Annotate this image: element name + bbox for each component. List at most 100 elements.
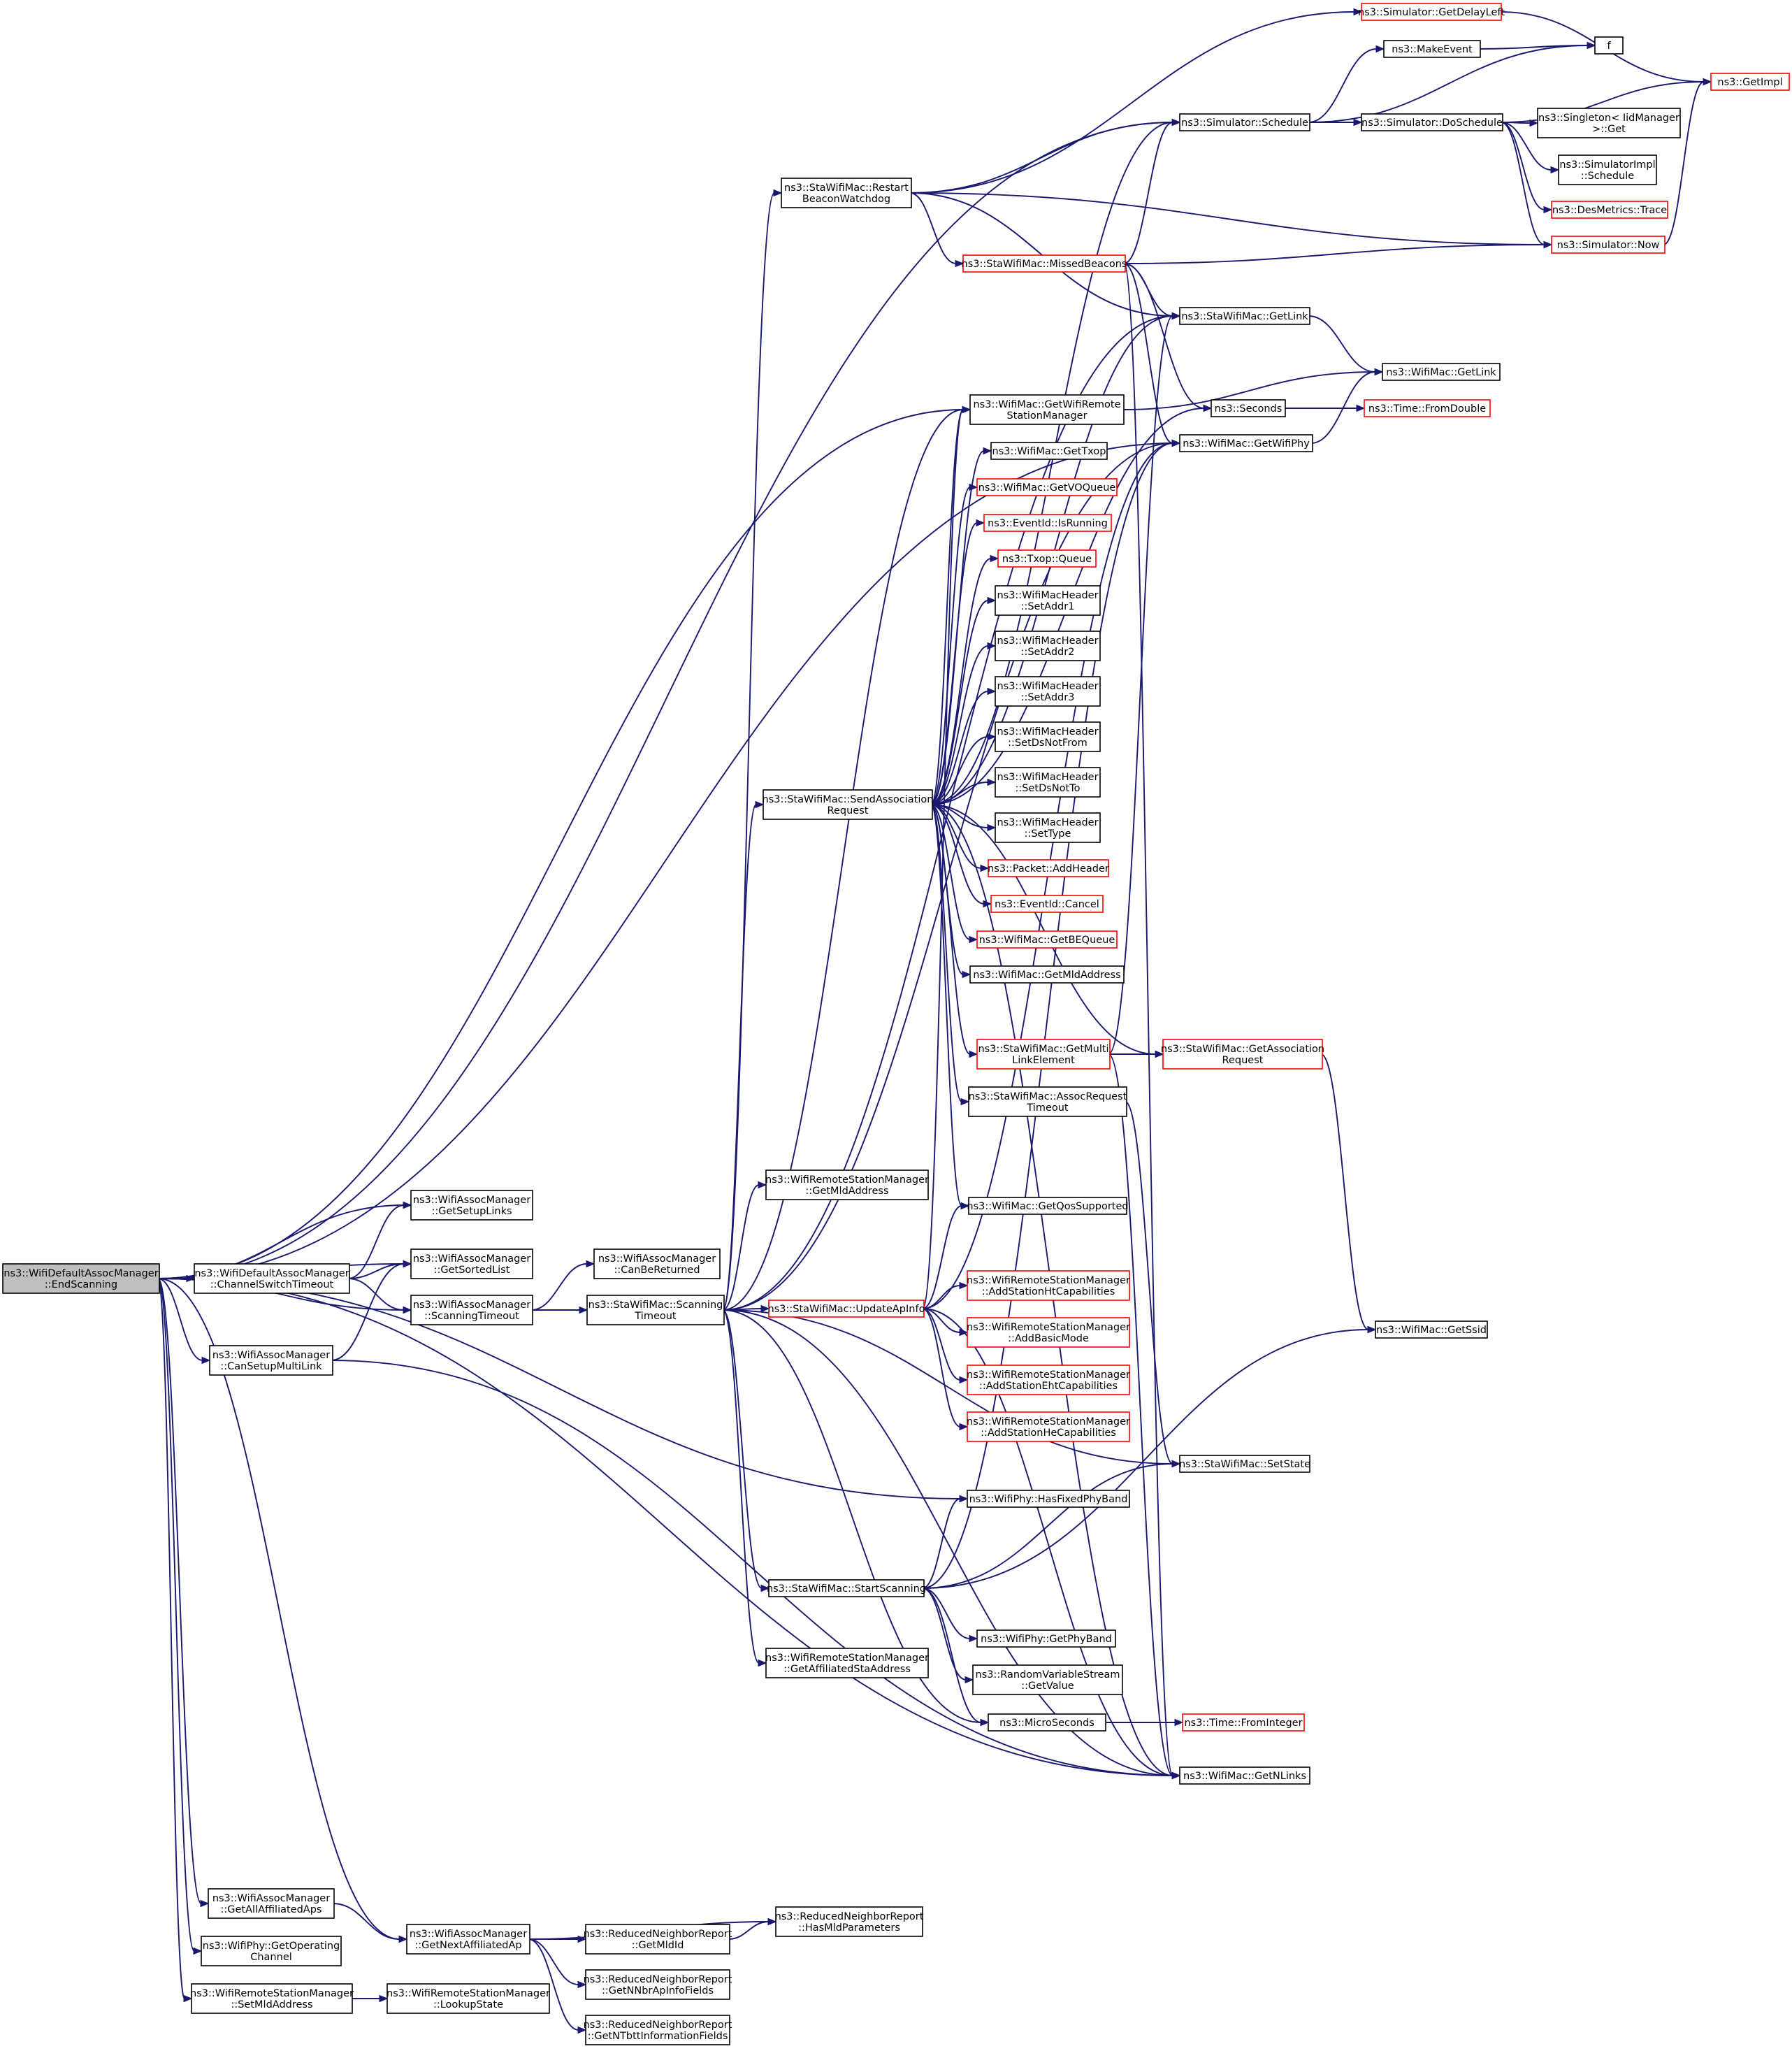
- node-n61[interactable]: ns3::WifiAssocManager::GetAllAffiliatedA…: [208, 1888, 335, 1919]
- node-n32[interactable]: ns3::WifiMac::GetMldAddress: [969, 965, 1125, 984]
- node-n26[interactable]: ns3::WifiMacHeader::SetDsNotFrom: [995, 721, 1101, 752]
- node-n27[interactable]: ns3::WifiMacHeader::SetDsNotTo: [995, 767, 1101, 798]
- node-n22[interactable]: ns3::Txop::Queue: [997, 549, 1097, 568]
- edge-n36-n21: [930, 519, 985, 805]
- node-n9[interactable]: ns3::SimulatorImpl::Schedule: [1558, 154, 1657, 185]
- edge-arrowhead: [969, 935, 978, 944]
- node-n5[interactable]: f: [1594, 36, 1624, 55]
- node-n37[interactable]: ns3::WifiRemoteStationManager::GetMldAdd…: [765, 1170, 929, 1200]
- edge-line: [1108, 315, 1173, 1055]
- node-n45[interactable]: ns3::StaWifiMac::UpdateApInfo: [768, 1300, 925, 1318]
- edge-line: [922, 1285, 961, 1309]
- node-n31[interactable]: ns3::WifiMac::GetBEQueue: [976, 930, 1118, 949]
- edge-arrowhead: [987, 733, 997, 741]
- node-n0[interactable]: ns3::WifiDefaultAssocManager::EndScannin…: [2, 1263, 160, 1294]
- node-n29[interactable]: ns3::Packet::AddHeader: [988, 859, 1109, 877]
- node-n39[interactable]: ns3::WifiAssocManager::GetSetupLinks: [410, 1190, 533, 1221]
- node-n8[interactable]: ns3::Singleton< IidManager>::Get: [1537, 108, 1681, 138]
- node-n21[interactable]: ns3::EventId::IsRunning: [983, 514, 1112, 532]
- edge-arrowhead: [1703, 78, 1712, 86]
- edge-line: [1501, 122, 1545, 210]
- node-box: [194, 1263, 350, 1294]
- node-n44[interactable]: ns3::StaWifiMac::ScanningTimeout: [586, 1295, 725, 1325]
- node-n49[interactable]: ns3::WifiRemoteStationManager::AddStatio…: [967, 1411, 1130, 1442]
- node-n51[interactable]: ns3::WifiMac::GetSsid: [1375, 1320, 1488, 1339]
- node-box: [1179, 307, 1310, 325]
- node-n18[interactable]: ns3::WifiMac::GetWifiPhy: [1179, 434, 1313, 452]
- node-n7[interactable]: ns3::Simulator::DoSchedule: [1361, 113, 1503, 131]
- node-label-line: ns3::WifiRemoteStationManager: [190, 1988, 354, 1999]
- node-label-line: ns3::WifiRemoteStationManager: [967, 1275, 1130, 1286]
- node-n25[interactable]: ns3::WifiMacHeader::SetAddr3: [995, 676, 1101, 707]
- node-n50[interactable]: ns3::WifiAssocManager::CanSetupMultiLink: [209, 1345, 333, 1376]
- node-n41[interactable]: ns3::WifiDefaultAssocManager::ChannelSwi…: [194, 1263, 350, 1294]
- node-n66[interactable]: ns3::WifiRemoteStationManager::SetMldAdd…: [190, 1983, 354, 2014]
- node-n30[interactable]: ns3::EventId::Cancel: [990, 895, 1104, 913]
- node-n52[interactable]: ns3::StaWifiMac::SetState: [1179, 1455, 1310, 1473]
- node-n28[interactable]: ns3::WifiMacHeader::SetType: [995, 812, 1101, 843]
- node-n10[interactable]: ns3::DesMetrics::Trace: [1551, 201, 1668, 219]
- node-label-line: ns3::GetImpl: [1717, 77, 1782, 88]
- node-box: [1551, 201, 1668, 219]
- edge-line: [1308, 45, 1589, 123]
- node-n47[interactable]: ns3::WifiRemoteStationManager::AddBasicM…: [967, 1317, 1130, 1348]
- node-n42[interactable]: ns3::WifiAssocManager::CanBeReturned: [593, 1248, 721, 1279]
- node-n62[interactable]: ns3::WifiAssocManager::GetNextAffiliated…: [406, 1924, 530, 1955]
- node-n63[interactable]: ns3::ReducedNeighborReport::HasMldParame…: [775, 1906, 924, 1937]
- node-n54[interactable]: ns3::StaWifiMac::StartScanning: [767, 1579, 926, 1597]
- node-n60[interactable]: ns3::WifiMac::GetNLinks: [1179, 1766, 1310, 1785]
- node-n58[interactable]: ns3::MicroSeconds: [988, 1713, 1106, 1732]
- edge-line: [1308, 48, 1378, 123]
- edge-arrowhead: [990, 554, 999, 563]
- node-n19[interactable]: ns3::WifiMac::GetTxop: [990, 442, 1108, 460]
- node-n69[interactable]: ns3::ReducedNeighborReport::GetNTbttInfo…: [584, 2015, 732, 2045]
- node-n56[interactable]: ns3::RandomVariableStream::GetValue: [972, 1664, 1123, 1695]
- node-n67[interactable]: ns3::WifiRemoteStationManager::LookupSta…: [386, 1983, 550, 2014]
- node-n43[interactable]: ns3::WifiAssocManager::ScanningTimeout: [410, 1295, 533, 1325]
- node-n53[interactable]: ns3::WifiPhy::HasFixedPhyBand: [967, 1490, 1130, 1508]
- node-label-line: ns3::StaWifiMac::Restart: [784, 182, 909, 194]
- node-n38[interactable]: ns3::WifiMac::GetQosSupported: [967, 1197, 1129, 1215]
- node-n23[interactable]: ns3::WifiMacHeader::SetAddr1: [995, 585, 1101, 616]
- node-n4[interactable]: ns3::MakeEvent: [1383, 40, 1481, 58]
- node-n24[interactable]: ns3::WifiMacHeader::SetAddr2: [995, 631, 1101, 661]
- node-n13[interactable]: ns3::StaWifiMac::GetLink: [1179, 307, 1310, 325]
- node-n6[interactable]: ns3::Simulator::Schedule: [1179, 113, 1310, 131]
- edge-line: [1501, 122, 1545, 245]
- node-n17[interactable]: ns3::Time::FromDouble: [1364, 399, 1491, 417]
- node-box: [406, 1924, 530, 1955]
- node-n48[interactable]: ns3::WifiRemoteStationManager::AddStatio…: [967, 1365, 1130, 1395]
- node-n59[interactable]: ns3::Time::FromInteger: [1182, 1713, 1305, 1732]
- edge-arrowhead: [403, 1260, 412, 1268]
- node-n12[interactable]: ns3::StaWifiMac::MissedBeacons: [962, 254, 1127, 273]
- node-n40[interactable]: ns3::WifiAssocManager::GetSortedList: [410, 1248, 533, 1279]
- node-n15[interactable]: ns3::WifiMac::GetWifiRemoteStationManage…: [969, 394, 1125, 425]
- node-n14[interactable]: ns3::WifiMac::GetLink: [1382, 363, 1501, 381]
- edge-arrowhead: [1587, 41, 1596, 50]
- node-n20[interactable]: ns3::WifiMac::GetVOQueue: [976, 478, 1118, 496]
- node-n16[interactable]: ns3::Seconds: [1211, 399, 1286, 417]
- node-label-line: ns3::StaWifiMac::MissedBeacons: [962, 259, 1127, 270]
- node-label-line: ns3::WifiDefaultAssocManager: [3, 1268, 158, 1279]
- node-n2[interactable]: ns3::Simulator::GetDelayLeft: [1358, 3, 1505, 21]
- node-box: [990, 442, 1108, 460]
- node-n11[interactable]: ns3::Simulator::Now: [1551, 236, 1665, 254]
- node-n55[interactable]: ns3::WifiPhy::GetPhyBand: [976, 1629, 1116, 1648]
- node-n64[interactable]: ns3::ReducedNeighborReport::GetMldId: [584, 1924, 732, 1955]
- node-n57[interactable]: ns3::WifiRemoteStationManager::GetAffili…: [765, 1648, 929, 1678]
- node-n68[interactable]: ns3::ReducedNeighborReport::GetNNbrApInf…: [584, 1969, 732, 2000]
- node-label-line: ns3::WifiMac::GetLink: [1386, 367, 1496, 378]
- edge-arrowhead: [1171, 1771, 1181, 1780]
- node-n46[interactable]: ns3::WifiRemoteStationManager::AddStatio…: [967, 1270, 1130, 1301]
- edge-line: [722, 409, 964, 1311]
- edge-arrowhead: [767, 1917, 777, 1926]
- node-n3[interactable]: ns3::GetImpl: [1710, 73, 1790, 91]
- node-label-line: ::EndScanning: [45, 1279, 117, 1290]
